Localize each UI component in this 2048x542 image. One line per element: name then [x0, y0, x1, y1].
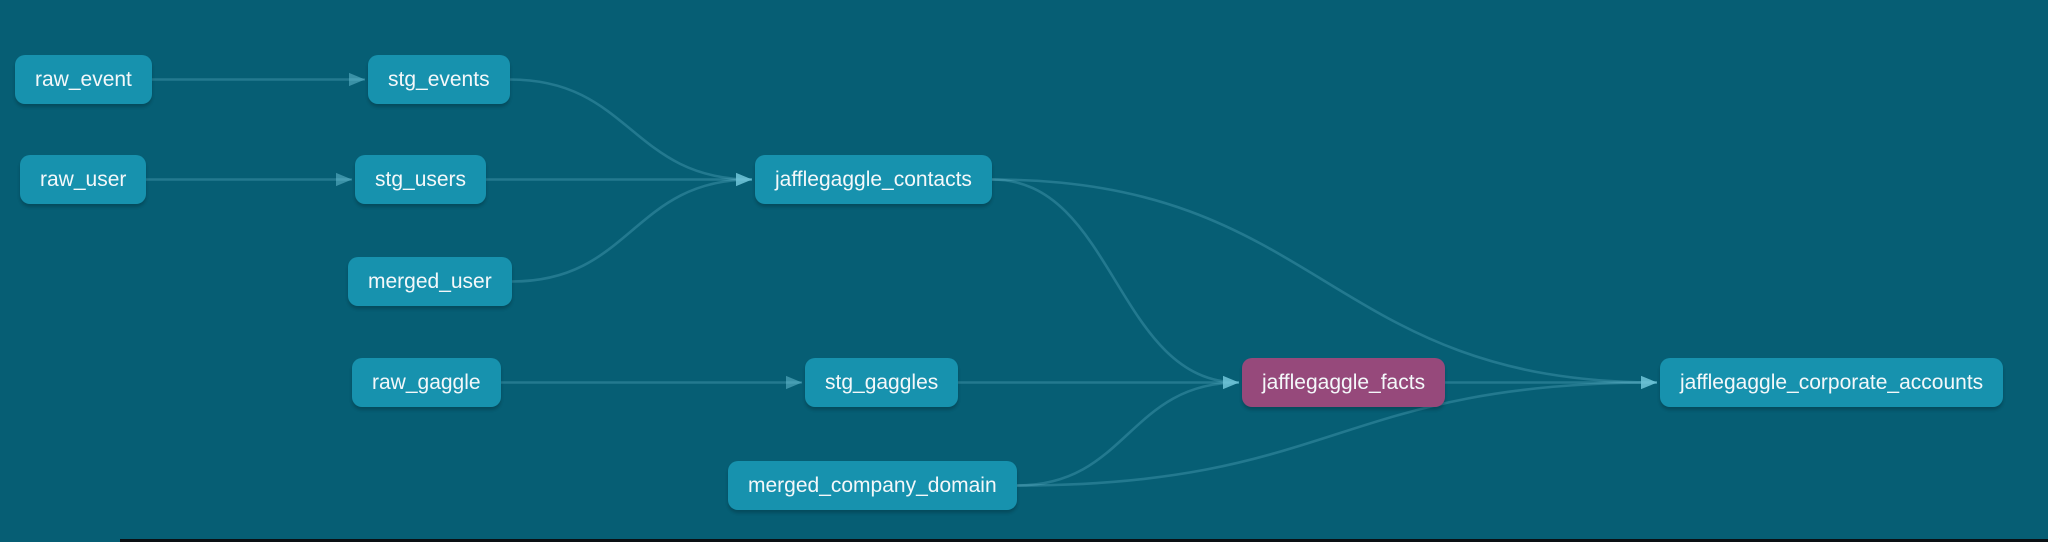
graph-node-raw_user[interactable]: raw_user [20, 155, 147, 204]
window-bottom-edge [120, 539, 2048, 542]
graph-node-jafflegaggle_facts[interactable]: jafflegaggle_facts [1242, 358, 1446, 407]
graph-node-raw_event[interactable]: raw_event [15, 55, 152, 104]
edge-merged_user-to-jafflegaggle_contacts [511, 172, 753, 283]
graph-node-stg_events[interactable]: stg_events [368, 55, 510, 104]
edge-jafflegaggle_contacts-to-jafflegaggle_corporate_accounts [991, 178, 1658, 390]
edge-merged_company_domain-to-jafflegaggle_corporate_accounts [1016, 375, 1658, 487]
graph-node-raw_gaggle[interactable]: raw_gaggle [352, 358, 501, 407]
edge-jafflegaggle_contacts-to-jafflegaggle_facts [991, 178, 1240, 390]
graph-node-merged_company_domain[interactable]: merged_company_domain [728, 461, 1017, 510]
graph-node-merged_user[interactable]: merged_user [348, 257, 512, 306]
graph-node-stg_users[interactable]: stg_users [355, 155, 487, 204]
graph-node-stg_gaggles[interactable]: stg_gaggles [805, 358, 959, 407]
edge-merged_company_domain-to-jafflegaggle_facts [1016, 375, 1240, 487]
graph-node-jafflegaggle_contacts[interactable]: jafflegaggle_contacts [755, 155, 992, 204]
graph-node-jafflegaggle_corporate_accounts[interactable]: jafflegaggle_corporate_accounts [1660, 358, 2004, 407]
edge-stg_events-to-jafflegaggle_contacts [509, 78, 753, 187]
